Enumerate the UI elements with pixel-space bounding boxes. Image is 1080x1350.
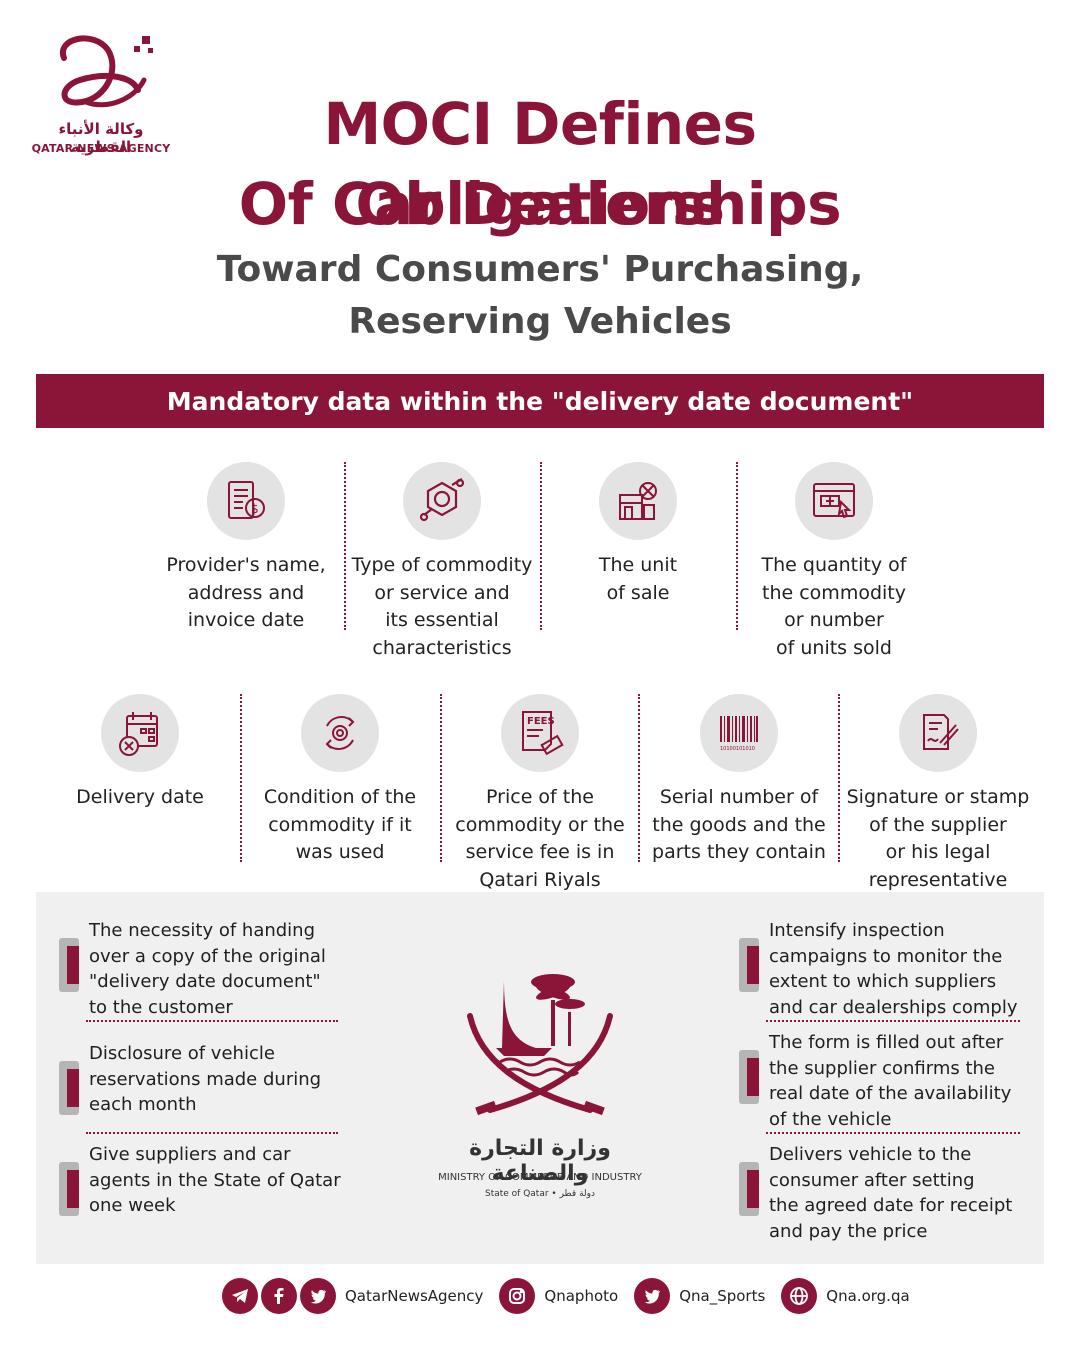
note-text: Delivers vehicle to the consumer after s… [769, 1144, 1013, 1242]
qatar-emblem-icon [467, 974, 613, 1116]
data-item-serial-number: 10100101010 Serial number of the goods a… [641, 694, 837, 867]
divider [838, 694, 840, 862]
cart-window-icon [795, 462, 873, 540]
divider [766, 1020, 1020, 1022]
data-item-text: Type of commodity or service and its ess… [351, 554, 533, 659]
fees-label: FEES [527, 716, 555, 727]
fees-icon: FEES [501, 694, 579, 772]
data-item-price: FEES Price of the commodity or the servi… [442, 694, 638, 894]
footer-website-link[interactable]: Qna.org.qa [826, 1287, 910, 1305]
data-item-condition: Condition of the commodity if it was use… [242, 694, 438, 867]
note-marker-icon [59, 1061, 79, 1115]
data-item-text: Condition of the commodity if it was use… [263, 786, 417, 863]
data-item-text: Serial number of the goods and the parts… [652, 786, 826, 863]
invoice-icon: $ [207, 462, 285, 540]
ministry-emblem [440, 960, 640, 1180]
note-text: The necessity of handing over a copy of … [89, 920, 326, 1018]
calendar-icon [101, 694, 179, 772]
twitter-icon[interactable] [300, 1278, 336, 1314]
note-text: Intensify inspection campaigns to monito… [769, 920, 1018, 1018]
divider [540, 462, 542, 630]
barcode-digits: 10100101010 [720, 746, 755, 752]
note-text: Disclosure of vehicle reservations made … [89, 1043, 322, 1115]
divider [766, 1132, 1020, 1134]
data-item-text: Price of the commodity or the service fe… [455, 786, 625, 891]
footer-handle-photo[interactable]: Qnaphoto [544, 1287, 619, 1305]
divider [240, 694, 242, 862]
note-left-3: Give suppliers and car agents in the Sta… [59, 1142, 359, 1219]
footer-social-bar: QatarNewsAgency Qnaphoto Qna_Sports Qna.… [222, 1276, 926, 1316]
note-marker-icon [59, 938, 79, 992]
data-item-quantity: The quantity of the commodity or number … [736, 462, 932, 662]
qna-logo: وكالة الأنباء القطرية QATAR NEWS AGENCY [26, 30, 176, 160]
divider [440, 694, 442, 862]
ministry-arabic-name: وزارة التجارة والصناعة [469, 1136, 611, 1186]
facebook-icon[interactable] [261, 1278, 297, 1314]
note-right-3: Delivers vehicle to the consumer after s… [739, 1142, 1039, 1244]
gear-cycle-icon [301, 694, 379, 772]
page-title-line2: Of Car Dealerships [238, 170, 842, 238]
ministry-english-name: MINISTRY OF COMMERCE AND INDUSTRY [438, 1172, 642, 1183]
logo-english-text: QATAR NEWS AGENCY [31, 142, 171, 155]
barcode-icon: 10100101010 [700, 694, 778, 772]
page-subtitle-line2: Reserving Vehicles [348, 301, 732, 342]
svg-text:$: $ [251, 502, 259, 516]
note-left-2: Disclosure of vehicle reservations made … [59, 1041, 359, 1118]
note-marker-icon [739, 1050, 759, 1104]
ministry-state-label: State of Qatar • دولة قطر [484, 1189, 596, 1199]
divider [638, 694, 640, 862]
page-subtitle-line1: Toward Consumers' Purchasing, [216, 249, 864, 290]
note-marker-icon [59, 1162, 79, 1216]
tools-icon [403, 462, 481, 540]
divider [86, 1020, 338, 1022]
data-item-signature: Signature or stamp of the supplier or hi… [840, 694, 1036, 894]
data-item-text: Provider's name, address and invoice dat… [166, 554, 326, 631]
data-item-text: The unit of sale [598, 554, 678, 604]
twitter-sports-icon[interactable] [634, 1278, 671, 1314]
notes-panel [36, 892, 1044, 1264]
data-item-text: The quantity of the commodity or number … [761, 554, 907, 659]
note-right-1: Intensify inspection campaigns to monito… [739, 918, 1039, 1020]
logo-arabic-text: وكالة الأنباء القطرية [58, 120, 144, 156]
data-item-delivery-date: Delivery date [42, 694, 238, 812]
divider [86, 1132, 338, 1134]
page-title-line1: MOCI Defines Obligations [323, 90, 757, 238]
section-banner: Mandatory data within the "delivery date… [36, 374, 1044, 428]
divider [736, 462, 738, 630]
note-marker-icon [739, 938, 759, 992]
qna-logo-mark-icon [59, 35, 153, 108]
data-item-unit-of-sale: The unit of sale [540, 462, 736, 607]
note-right-2: The form is filled out after the supplie… [739, 1030, 1039, 1132]
note-text: Give suppliers and car agents in the Sta… [89, 1144, 341, 1216]
footer-handle-qna[interactable]: QatarNewsAgency [345, 1287, 484, 1305]
footer-handle-sports[interactable]: Qna_Sports [679, 1287, 766, 1305]
signature-icon [899, 694, 977, 772]
globe-icon[interactable] [781, 1278, 818, 1314]
data-item-text: Signature or stamp of the supplier or hi… [846, 786, 1030, 891]
instagram-icon[interactable] [499, 1278, 536, 1314]
shop-icon [599, 462, 677, 540]
data-item-provider: $ Provider's name, address and invoice d… [148, 462, 344, 635]
note-marker-icon [739, 1162, 759, 1216]
telegram-icon[interactable] [222, 1278, 258, 1314]
note-text: The form is filled out after the supplie… [769, 1032, 1012, 1130]
divider [344, 462, 346, 630]
data-item-commodity-type: Type of commodity or service and its ess… [344, 462, 540, 662]
data-item-text: Delivery date [76, 786, 204, 808]
note-left-1: The necessity of handing over a copy of … [59, 918, 359, 1020]
